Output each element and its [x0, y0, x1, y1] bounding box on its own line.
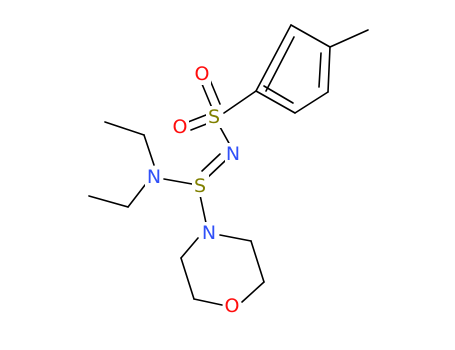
bond-morph-2: [180, 257, 195, 300]
atom-n-imine: N: [225, 143, 242, 165]
bond-s-o-top-b: [209, 79, 221, 105]
bond-s-n-morpholine: [199, 194, 207, 224]
bond-morph-4: [241, 281, 265, 303]
bond-ring-3: [327, 46, 331, 93]
bond-ethyl2-ch3: [88, 195, 129, 208]
bond-ring-5: [255, 90, 296, 114]
atom-o-left: O: [171, 116, 189, 138]
bond-ethyl1-ch3: [104, 121, 145, 136]
atom-labels: O O S N N S N: [145, 63, 242, 317]
atom-o-top-label: O: [195, 63, 210, 85]
bond-morph-5: [250, 240, 265, 283]
bond-ring-4: [294, 91, 329, 114]
atom-o-left-label: O: [173, 116, 188, 138]
bond-s-n-diethyl: [163, 178, 193, 185]
atom-s-sulfonyl-label: S: [208, 106, 220, 128]
atom-s-sulfonyl: S: [206, 106, 223, 128]
bond-morph-6: [219, 234, 252, 242]
bond-n-ethyl2-ch2: [127, 184, 146, 208]
bond-ring-2: [290, 24, 331, 48]
bond-n-s-b: [201, 153, 221, 172]
bond-n-s-a: [206, 159, 227, 179]
bond-ring-5-inner: [263, 85, 294, 104]
bond-ring-3-inner: [318, 52, 322, 88]
atom-s-center-label: S: [194, 175, 206, 197]
atom-s-center: S: [192, 175, 209, 197]
atom-n-diethyl: N: [145, 166, 162, 188]
bond-n-ethyl1-ch2: [143, 134, 155, 166]
atom-n-diethyl-label: N: [147, 166, 161, 188]
atom-n-morpholine: N: [201, 222, 218, 244]
bond-morph-1: [180, 237, 199, 259]
bond-methyl: [329, 29, 369, 48]
atom-o-morpholine-label: O: [225, 295, 240, 317]
atom-n-imine-label: N: [226, 143, 240, 165]
atom-n-morpholine-label: N: [202, 222, 216, 244]
atom-o-morpholine: O: [223, 295, 241, 317]
bond-ring-1: [255, 24, 292, 92]
bond-s-o-left-a: [187, 114, 207, 123]
bond-sulfonyl-n: [219, 126, 231, 146]
bond-s-o-top-a: [201, 83, 213, 109]
atom-o-top: O: [193, 63, 211, 85]
bond-ring-1-inner: [265, 36, 295, 92]
bond-morph-3: [193, 298, 223, 306]
bond-ring-sulfonyl: [223, 90, 257, 114]
